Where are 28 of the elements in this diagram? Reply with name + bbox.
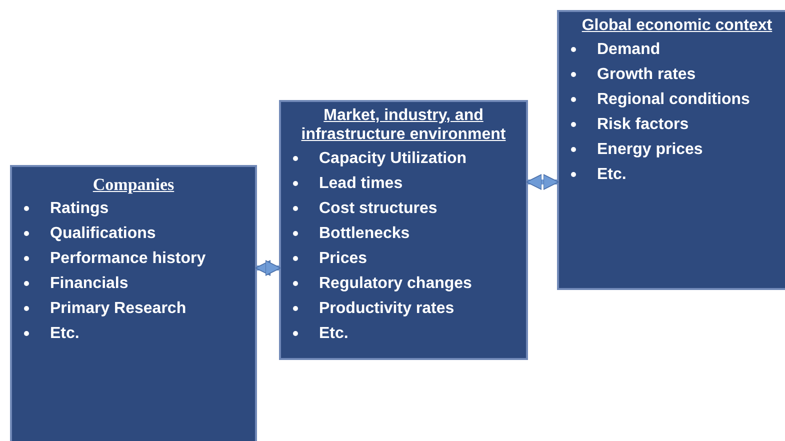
bullet-item: Regional conditions	[565, 87, 785, 112]
bullet-item: Growth rates	[565, 62, 785, 87]
bullet-item: Primary Research	[18, 296, 249, 321]
bullet-item: Cost structures	[287, 196, 520, 221]
bullet-item: Qualifications	[18, 221, 249, 246]
bullet-item: Lead times	[287, 171, 520, 196]
bullet-item: Prices	[287, 246, 520, 271]
bullet-item: Etc.	[287, 321, 520, 346]
bullet-item: Capacity Utilization	[287, 146, 520, 171]
bullet-item: Risk factors	[565, 112, 785, 137]
bullet-item: Etc.	[18, 321, 249, 346]
bullet-item: Productivity rates	[287, 296, 520, 321]
bullet-item: Etc.	[565, 162, 785, 187]
bullet-item: Regulatory changes	[287, 271, 520, 296]
text-panel	[279, 100, 528, 360]
double-arrow	[526, 174, 559, 190]
text-panel	[557, 10, 785, 290]
bullet-item: Performance history	[18, 246, 249, 271]
bullet-item: Energy prices	[565, 137, 785, 162]
panel-heading: Companies	[92, 175, 176, 194]
double-arrow	[255, 260, 281, 276]
bullet-item: Ratings	[18, 196, 249, 221]
panel-heading: Global economic context	[580, 16, 774, 35]
bullet-item: Financials	[18, 271, 249, 296]
bullet-item: Bottlenecks	[287, 221, 520, 246]
bullet-item: Demand	[565, 37, 785, 62]
text-panel	[10, 165, 257, 441]
panel-heading: Market, industry, and infrastructure environment	[300, 106, 507, 144]
